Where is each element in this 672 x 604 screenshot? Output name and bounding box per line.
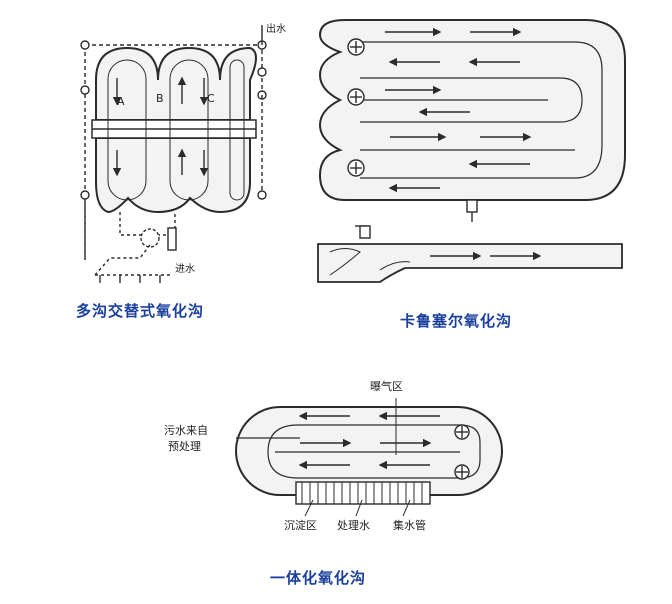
ditch-bottom-section [95, 137, 251, 214]
collector-pipe-label: 集水管 [393, 518, 426, 532]
alternating-ditch-diagram [80, 25, 267, 283]
alternating-labels: 出水 进水 A B C [117, 22, 286, 275]
integrated-ditch-diagram [235, 398, 503, 517]
aeration-zone-label: 曝气区 [370, 379, 403, 393]
caption-integrated: 一体化氧化沟 [270, 569, 367, 587]
carrousel-outer-wall [318, 19, 626, 201]
caption-carrousel: 卡鲁塞尔氧化沟 [400, 312, 513, 330]
ditch-label-b: B [156, 92, 164, 105]
integrated-labels: 污水来自 预处理 曝气区 沉淀区 处理水 集水管 [164, 379, 426, 532]
carrousel-section [317, 243, 623, 283]
settling-zone-label: 沉淀区 [284, 518, 317, 532]
outlet-label: 出水 [266, 22, 286, 35]
inlet-pipe [167, 227, 177, 251]
inflow-label-2: 预处理 [168, 440, 201, 453]
caption-alternating: 多沟交替式氧化沟 [76, 302, 205, 320]
carrousel-ditch-diagram [317, 19, 626, 283]
ditch-top-section [95, 46, 257, 121]
settling-zone-bars [295, 481, 431, 505]
ditch-label-a: A [117, 95, 125, 108]
ditch-label-c: C [207, 92, 215, 105]
treated-water-label: 处理水 [337, 519, 370, 532]
inflow-label: 污水来自 [164, 424, 208, 437]
inlet-label: 进水 [175, 263, 195, 275]
